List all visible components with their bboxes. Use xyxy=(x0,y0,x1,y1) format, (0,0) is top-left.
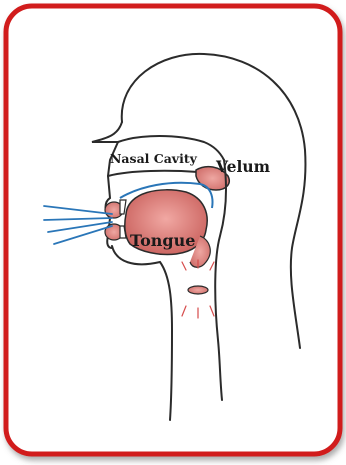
vocal-folds xyxy=(188,286,208,294)
label-velum: Velum xyxy=(215,157,271,176)
label-tongue: Tongue xyxy=(130,231,195,250)
label-nasal-cavity: Nasal Cavity xyxy=(110,151,198,166)
